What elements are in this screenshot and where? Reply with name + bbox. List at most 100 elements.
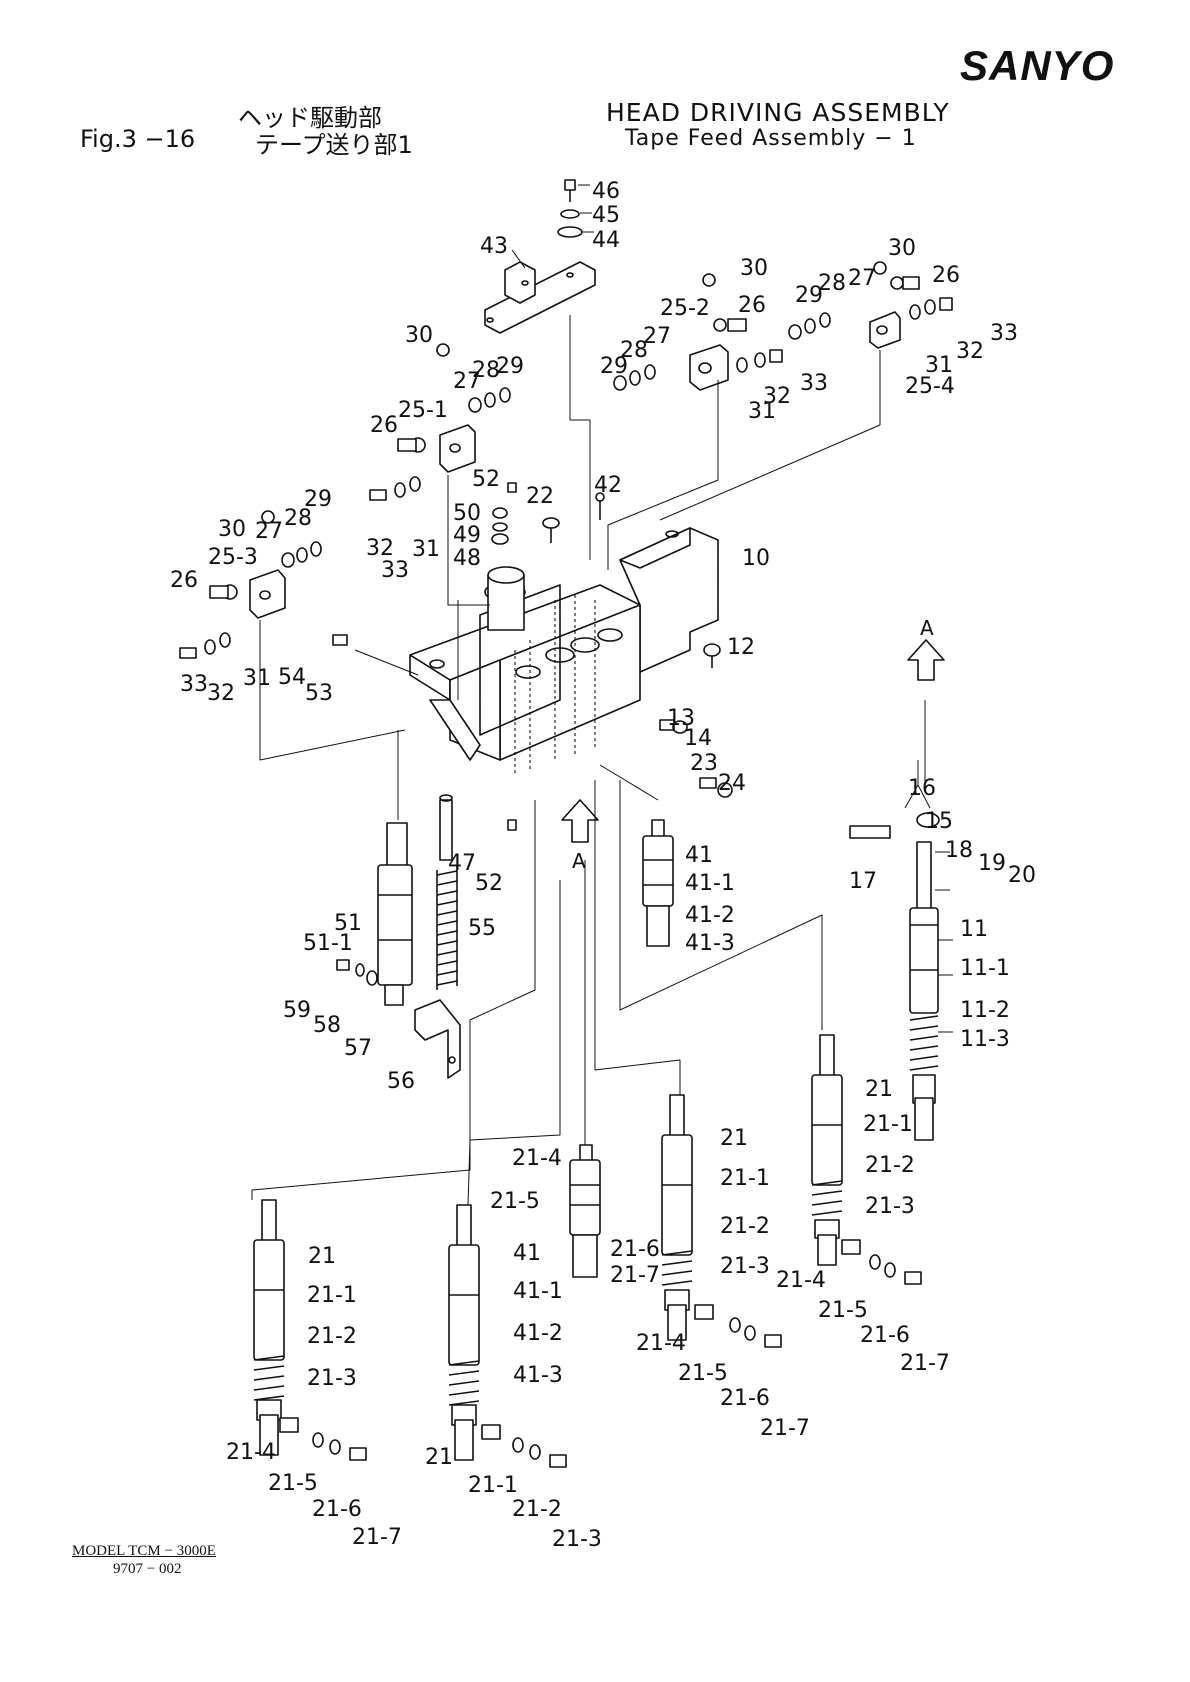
guide-post-part-11 (849, 812, 940, 1141)
callout-label: 21-5 (268, 1471, 318, 1496)
callout-label: 12 (727, 635, 755, 660)
callout-label: 46 (592, 179, 620, 204)
callout-label: 16 (908, 776, 936, 801)
callout-label: 21-5 (818, 1298, 868, 1323)
callout-label: 21 (425, 1445, 453, 1470)
callout-label: 21-2 (307, 1324, 357, 1349)
callout-label: 30 (888, 236, 916, 261)
shaft-part-47 (439, 794, 453, 861)
spring-part-55 (436, 866, 458, 990)
callout-label: 31 (748, 399, 776, 424)
callout-label: 41-3 (513, 1363, 563, 1388)
callout-label: 33 (381, 558, 409, 583)
callout-labels: 46454443302625-2272829323331302627282925… (170, 179, 1036, 1552)
callout-label: 25-4 (905, 374, 955, 399)
callout-label: 21-3 (720, 1254, 770, 1279)
title-english-main: HEAD DRIVING ASSEMBLY (606, 98, 950, 127)
callout-label: 29 (496, 354, 524, 379)
callout-label: 41-2 (685, 903, 735, 928)
callout-label: 41 (685, 843, 713, 868)
callout-label: 30 (740, 256, 768, 281)
washers-and-nuts (179, 297, 953, 831)
callout-label: 21-3 (865, 1194, 915, 1219)
callout-label: 27 (643, 324, 671, 349)
guide-part-21-d (811, 1034, 922, 1285)
callout-label: 10 (742, 546, 770, 571)
clamp-part-25-2 (689, 273, 747, 391)
callout-label: 11 (960, 917, 988, 942)
callout-label: 21-4 (776, 1268, 826, 1293)
callout-label: 17 (849, 869, 877, 894)
callout-label: 57 (344, 1036, 372, 1061)
callout-label: 21-5 (490, 1189, 540, 1214)
callout-label: 24 (718, 771, 746, 796)
callout-label: 29 (600, 354, 628, 379)
guide-part-21-c (661, 1094, 782, 1348)
callout-label: 58 (313, 1013, 341, 1038)
callout-label: 28 (620, 338, 648, 363)
callout-label: 51 (334, 911, 362, 936)
callout-label: 32 (366, 536, 394, 561)
callout-label: 18 (945, 838, 973, 863)
callout-label: 21-7 (760, 1416, 810, 1441)
callout-label: 21-1 (863, 1112, 913, 1137)
callout-label: 21-1 (468, 1473, 518, 1498)
callout-label: 33 (800, 371, 828, 396)
callout-label: 32 (763, 384, 791, 409)
roller-part-41-lower (569, 1144, 601, 1278)
callout-label: 26 (932, 263, 960, 288)
figure-label: Fig.3 −16 (80, 125, 196, 153)
callout-label: 25-2 (660, 296, 710, 321)
callout-label: 25-3 (208, 545, 258, 570)
callout-label: 26 (170, 568, 198, 593)
callout-label: 45 (592, 203, 620, 228)
bracket-part-56 (414, 999, 461, 1079)
title-japanese-sub: テープ送り部1 (255, 131, 413, 159)
callout-label: 56 (387, 1069, 415, 1094)
screw-59-group (336, 959, 378, 986)
callout-label: 50 (453, 501, 481, 526)
document-code: 9707 − 002 (113, 1561, 182, 1577)
callout-label: 55 (468, 916, 496, 941)
callout-label: 21-5 (678, 1361, 728, 1386)
view-arrow-a-center (561, 799, 599, 843)
callout-label: 28 (284, 506, 312, 531)
callout-label: 33 (180, 672, 208, 697)
callout-label: 21-7 (900, 1351, 950, 1376)
callout-label: 21 (720, 1126, 748, 1151)
view-label-a-center: A (572, 849, 586, 873)
callout-label: 27 (255, 519, 283, 544)
screw-46-group (557, 179, 583, 238)
callout-label: 28 (818, 271, 846, 296)
callout-label: 23 (690, 751, 718, 776)
clamp-part-25-3 (209, 510, 286, 619)
callout-label: 41-1 (513, 1279, 563, 1304)
callout-label: 31 (243, 666, 271, 691)
callout-label: 41 (513, 1241, 541, 1266)
callout-label: 27 (453, 369, 481, 394)
callout-label: 21-4 (636, 1331, 686, 1356)
head-block-part-10 (409, 527, 719, 761)
callout-label: 21-1 (307, 1283, 357, 1308)
callout-label: 47 (448, 851, 476, 876)
callout-label: 32 (956, 339, 984, 364)
callout-label: 21-3 (307, 1366, 357, 1391)
callout-label: 48 (453, 546, 481, 571)
callout-label: 41-2 (513, 1321, 563, 1346)
roller-part-41-upper (642, 819, 674, 947)
model-number: MODEL TCM − 3000E (72, 1543, 216, 1559)
view-label-a-right: A (920, 616, 934, 640)
callout-label: 49 (453, 523, 481, 548)
callout-label: 44 (592, 228, 620, 253)
callout-label: 14 (684, 726, 712, 751)
callout-label: 13 (667, 706, 695, 731)
callout-label: 52 (472, 467, 500, 492)
callout-label: 21-4 (512, 1146, 562, 1171)
callout-label: 21-6 (610, 1237, 660, 1262)
callout-label: 11-3 (960, 1027, 1010, 1052)
callout-label: 51-1 (303, 931, 353, 956)
callout-label: 33 (990, 321, 1018, 346)
callout-label: 26 (370, 413, 398, 438)
